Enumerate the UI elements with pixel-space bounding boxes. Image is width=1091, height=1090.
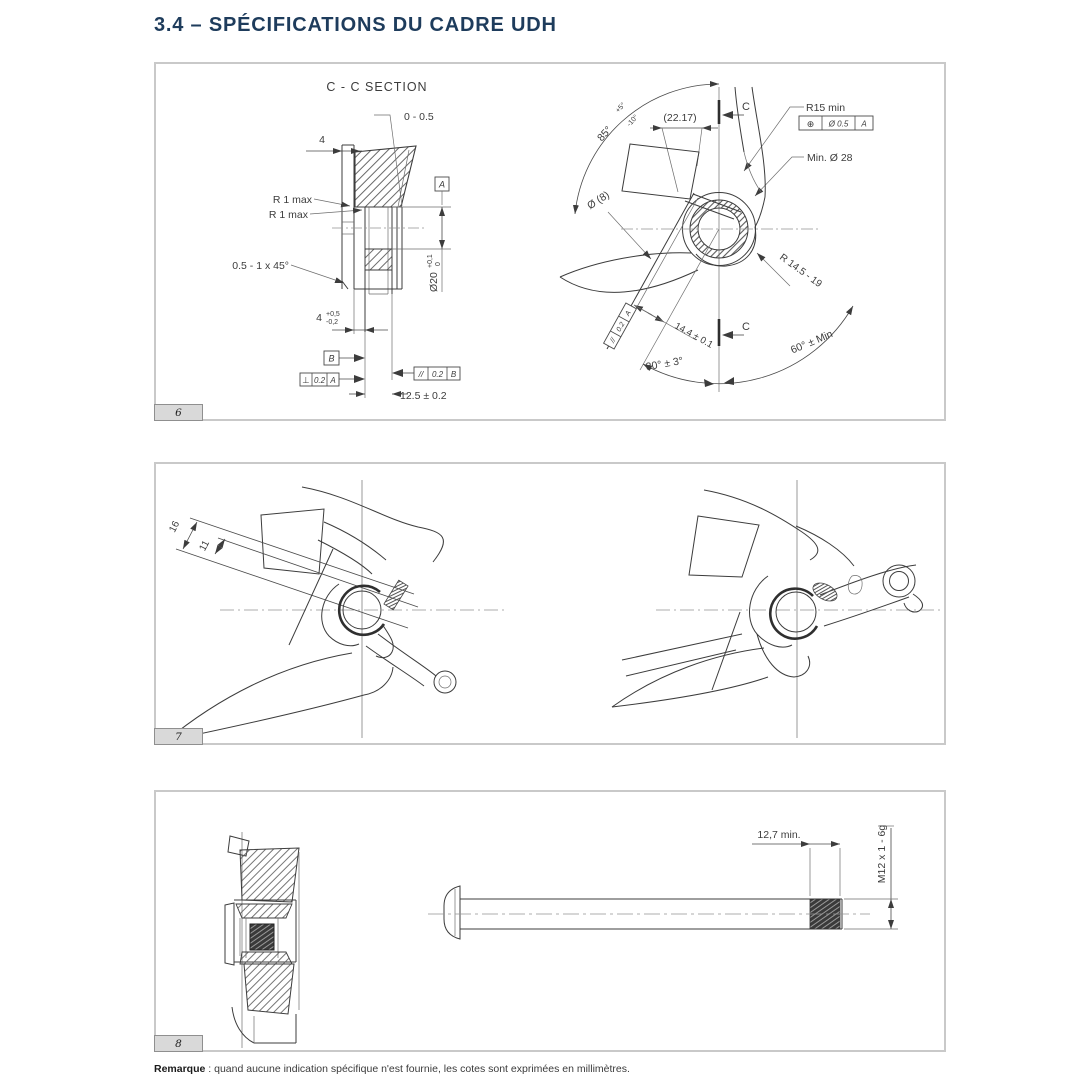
- svg-text:A: A: [860, 120, 866, 129]
- cc-section-title: C - C SECTION: [326, 80, 427, 94]
- dim-angle-85-low: -10°: [625, 113, 640, 128]
- svg-text:B: B: [451, 370, 457, 379]
- udh-section-drawing: C - C SECTION 0 - 0.5 4 R 1 max: [232, 80, 874, 402]
- dim-r1max-1: R 1 max: [273, 194, 313, 206]
- dim-angle-30: 30° ± 3°: [645, 355, 684, 373]
- cc-section-view: C - C SECTION 0 - 0.5 4 R 1 max: [232, 80, 461, 402]
- svg-text:⊥: ⊥: [302, 375, 309, 385]
- svg-text:+0,1: +0,1: [427, 254, 434, 268]
- dim-width-bottom: 4: [316, 312, 322, 324]
- dim-angle-85: 85°: [595, 124, 615, 144]
- svg-text:A: A: [329, 376, 335, 385]
- dim-radius-range: R 14.5 - 19: [777, 252, 824, 290]
- axle-drawing: 12,7 min. M12 x 1 - 6g: [224, 825, 898, 1048]
- datum-a-label: A: [438, 180, 445, 190]
- datum-b-label: B: [328, 354, 334, 364]
- figure-6-tab: 6: [154, 404, 203, 421]
- svg-text://: //: [418, 369, 425, 379]
- section-c-top: C: [742, 101, 750, 113]
- svg-text:0.2: 0.2: [616, 321, 627, 333]
- svg-text:0: 0: [435, 262, 442, 266]
- footnote-label: Remarque: [154, 1063, 206, 1075]
- svg-text://: //: [607, 335, 618, 345]
- dim-16: 16: [167, 519, 182, 534]
- hanger-view-right: [611, 480, 944, 738]
- dim-r1max-2: R 1 max: [269, 209, 309, 221]
- hanger-view-left: 16 11: [165, 480, 504, 742]
- dim-thread-spec: M12 x 1 - 6g: [876, 825, 888, 884]
- dim-chamfer: 0.5 - 1 x 45°: [232, 260, 289, 272]
- dim-angle-85-up: +5°: [614, 101, 627, 115]
- figure-8-frame: 12,7 min. M12 x 1 - 6g 8: [154, 790, 946, 1052]
- svg-text:⊕: ⊕: [807, 119, 815, 129]
- fcf-perpendicularity: ⊥ 0.2 A: [299, 372, 365, 387]
- dim-width-bottom-tol-low: -0,2: [326, 319, 338, 326]
- footnote-text: : quand aucune indication spécifique n'e…: [205, 1063, 630, 1075]
- figure-7-frame: 16 11: [154, 462, 946, 745]
- figure-6-frame: C - C SECTION 0 - 0.5 4 R 1 max: [154, 62, 946, 421]
- dim-thread-length: 12,7 min.: [757, 829, 800, 841]
- dim-depth-144: 14.4 ± 0.1: [673, 321, 715, 351]
- svg-text:0.2: 0.2: [432, 370, 444, 379]
- dim-r15: R15 min: [806, 102, 845, 114]
- dim-dia8: Ø (8): [585, 189, 612, 212]
- hanger-views-drawing: 16 11: [165, 480, 944, 742]
- dropout-front-view: C C 85° +5° -10° (22.17) R15 min ⊕ Ø 0.5…: [559, 81, 874, 392]
- dim-11: 11: [198, 538, 213, 553]
- figure-8-tab: 8: [154, 1035, 203, 1052]
- page-title: 3.4 – SPÉCIFICATIONS DU CADRE UDH: [154, 14, 557, 36]
- dim-width-bottom-tol-up: +0,5: [326, 311, 340, 318]
- dim-gap: 0 - 0.5: [404, 111, 434, 123]
- dim-depth: 12.5 ± 0.2: [400, 390, 447, 402]
- udh-mounted-section: [224, 832, 300, 1048]
- footnote: Remarque : quand aucune indication spéci…: [154, 1063, 630, 1075]
- fcf-parallelism-face: // 0.2 A: [602, 302, 638, 350]
- dim-min-dia28: Min. Ø 28: [807, 152, 853, 164]
- dim-width-top: 4: [319, 134, 325, 146]
- dim-offset: (22.17): [663, 112, 696, 124]
- fcf-position: ⊕ Ø 0.5 A: [798, 115, 874, 131]
- thru-axle-view: 12,7 min. M12 x 1 - 6g: [428, 825, 898, 940]
- figure-7-tab: 7: [154, 728, 203, 745]
- section-c-bottom: C: [742, 321, 750, 333]
- svg-text:Ø 0.5: Ø 0.5: [828, 120, 849, 129]
- svg-text:0.2: 0.2: [314, 376, 326, 385]
- dim-bore-diameter: Ø20 +0,1 0: [427, 254, 442, 292]
- svg-text:A: A: [624, 310, 633, 319]
- fcf-parallelism: // 0.2 B: [392, 366, 461, 381]
- svg-text:Ø20: Ø20: [428, 272, 440, 292]
